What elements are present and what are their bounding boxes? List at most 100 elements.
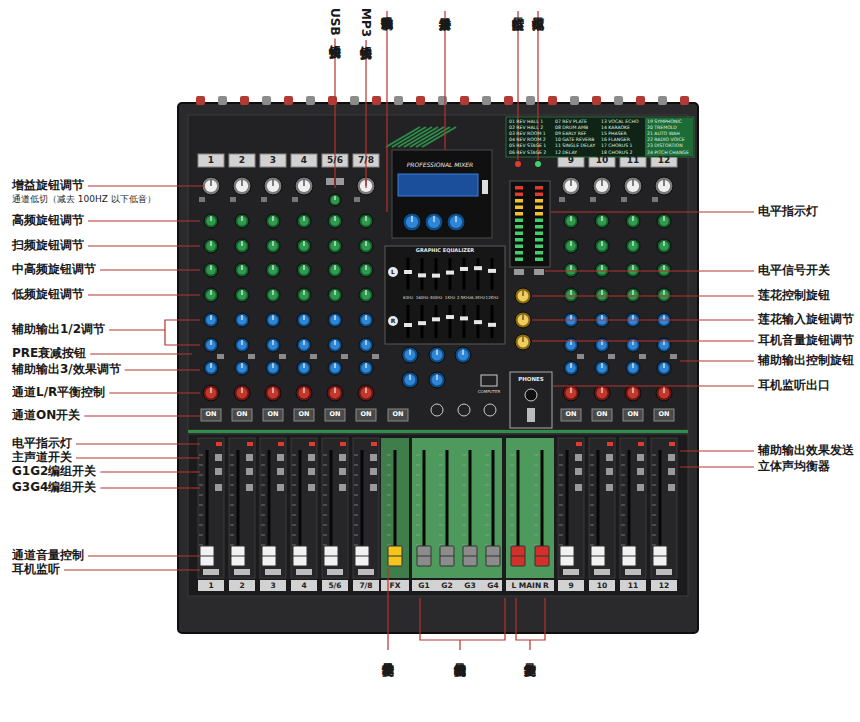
callout-label: G3G4编组开关: [12, 481, 96, 494]
fader-tick: [354, 485, 358, 486]
knob-cap: [330, 340, 340, 350]
frequency-label: 1KHz: [445, 296, 455, 300]
effect-list-item: 09 EARLY REF: [555, 131, 587, 136]
knob: [594, 385, 610, 401]
fader-tick: [199, 515, 203, 516]
rear-connector: [416, 96, 425, 105]
lowcut-button: [559, 197, 565, 202]
knob: [266, 361, 280, 375]
fader-cap: [293, 546, 307, 566]
fader-tick: [590, 525, 594, 526]
knob-cap: [628, 241, 638, 251]
fader-tick: [621, 475, 625, 476]
knob-cap: [299, 265, 309, 275]
channel-strip: [229, 438, 255, 578]
eq-slider-cap: [432, 317, 440, 321]
fader-tick: [534, 525, 538, 526]
lower-panel: [188, 434, 688, 596]
fader-slot: [423, 450, 426, 554]
knob: [234, 385, 250, 401]
knob: [235, 239, 249, 253]
fader-cap-line: [417, 556, 431, 557]
function-icon: [431, 404, 443, 416]
eq-slot: [477, 258, 480, 290]
knob-pointer: [462, 349, 463, 355]
on-button: [356, 409, 376, 421]
rear-connector: [460, 96, 469, 105]
fader-tick: [354, 455, 358, 456]
route-button: [308, 454, 315, 461]
channel-number: G1: [418, 581, 429, 589]
brand-text: PROFESSIONAL MIXER: [407, 162, 474, 169]
fader-slot: [659, 450, 662, 554]
leader-line: [529, 640, 530, 650]
meter-led: [535, 238, 543, 242]
meter-led: [515, 193, 523, 197]
on-button: [654, 409, 674, 421]
knob: [593, 177, 611, 195]
knob-pointer: [663, 387, 664, 393]
fader-tick: [416, 515, 420, 516]
knob-cap: [628, 363, 638, 373]
fader-tick: [416, 505, 420, 506]
effect-list-item: 03 REV ROOM 1: [509, 131, 546, 136]
callout-label: 莲花输入旋钮调节: [758, 313, 854, 326]
fader-tick: [261, 495, 265, 496]
pfl-button: [563, 569, 579, 575]
knob: [657, 361, 671, 375]
knob-cap: [237, 363, 247, 373]
eq-slot: [491, 258, 494, 290]
fader-tick: [485, 515, 489, 516]
button-label: ON: [206, 411, 217, 418]
frequency-label: 12KHz: [486, 296, 499, 300]
knob: [595, 214, 609, 228]
decor-stripe: [422, 127, 456, 147]
number-strip: [589, 580, 615, 591]
leader-line: [100, 471, 200, 472]
pre-button: [217, 354, 224, 359]
rear-connector: [482, 96, 491, 105]
knob-pointer: [241, 290, 242, 295]
fader-cap: [511, 546, 525, 566]
fader-tick: [652, 465, 656, 466]
number-strip: [229, 580, 255, 591]
knob: [329, 194, 341, 206]
knob-pointer: [272, 241, 273, 246]
fader-tick: [462, 535, 466, 536]
knob-cap: [659, 216, 669, 226]
knob-cap: [565, 180, 577, 192]
knob-cap: [267, 180, 279, 192]
fader-slot: [541, 450, 544, 554]
knob: [624, 177, 642, 195]
fader-tick: [590, 455, 594, 456]
button-label: ON: [659, 411, 670, 418]
rear-connector: [570, 96, 579, 105]
effect-list-item: 18 CHORUS 2: [601, 150, 632, 155]
callout-label: 电平指示灯: [12, 437, 72, 450]
knob-pointer: [334, 363, 335, 368]
knob-pointer: [334, 216, 335, 221]
route-button: [637, 454, 644, 461]
knob-cap: [518, 291, 529, 302]
knob-cap: [597, 216, 607, 226]
leader-line: [365, 40, 366, 188]
pre-button: [341, 354, 348, 359]
mixer-body: [178, 103, 698, 633]
fader-tick: [559, 505, 563, 506]
leader-line: [551, 211, 754, 212]
knob: [204, 263, 218, 277]
knob-cap: [206, 388, 217, 399]
rear-connector: [350, 96, 359, 105]
eq-slider-cap: [404, 323, 412, 327]
fx-section: [381, 438, 409, 578]
fader-tick: [387, 465, 391, 466]
knob-cap: [330, 290, 340, 300]
effect-list-item: 11 SINGLE DELAY: [555, 143, 595, 148]
channel-number: 3: [270, 156, 276, 166]
fader-tick: [292, 505, 296, 506]
knob-pointer: [601, 387, 602, 393]
knob-pointer: [601, 241, 602, 246]
knob-cap: [330, 388, 341, 399]
knob: [297, 288, 311, 302]
knob: [235, 338, 249, 352]
